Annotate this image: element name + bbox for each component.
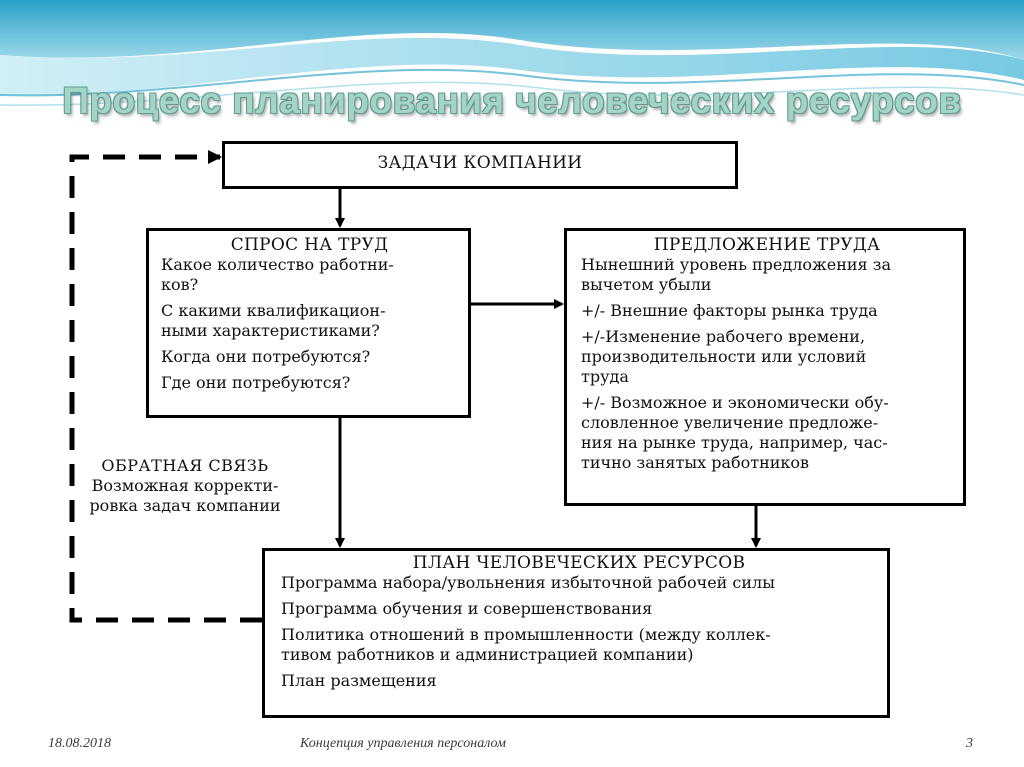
labor-demand-title: СПРОС НА ТРУД [230, 235, 389, 255]
labor-demand-box: СПРОС НА ТРУД Какое количество работни- … [146, 228, 471, 418]
company-tasks-title: ЗАДАЧИ КОМПАНИИ [377, 153, 583, 173]
supply-line: +/-Изменение рабочего времени, [581, 327, 866, 346]
feedback-title: ОБРАТНАЯ СВЯЗЬ [101, 456, 269, 475]
demand-line: С какими квалификацион- [161, 301, 386, 320]
plan-line: Программа обучения и совершенствования [281, 599, 653, 618]
feedback-line: Возможная корректи- [91, 476, 279, 495]
plan-line: План размещения [281, 671, 437, 690]
plan-line: тивом работников и администрацией компан… [281, 645, 694, 664]
feedback-line: ровка задач компании [89, 496, 281, 515]
supply-line: словленное увеличение предложе- [581, 413, 879, 432]
hr-plan-box: ПЛАН ЧЕЛОВЕЧЕСКИХ РЕСУРСОВ Программа наб… [262, 548, 890, 718]
demand-line: Какое количество работни- [161, 255, 394, 274]
demand-line: Где они потребуются? [161, 373, 351, 392]
page-title: Процесс планирования человеческих ресурс… [62, 80, 962, 121]
demand-line: ными характеристиками? [161, 321, 380, 340]
plan-line: Программа набора/увольнения избыточной р… [281, 573, 775, 592]
supply-line: вычетом убыли [581, 275, 712, 294]
demand-line: Когда они потребуются? [161, 347, 371, 366]
supply-line: производительности или условий [581, 347, 867, 366]
company-tasks-box: ЗАДАЧИ КОМПАНИИ [222, 141, 738, 189]
hr-plan-title: ПЛАН ЧЕЛОВЕЧЕСКИХ РЕСУРСОВ [412, 553, 746, 573]
feedback-label: ОБРАТНАЯ СВЯЗЬ Возможная корректи- ровка… [60, 456, 310, 516]
supply-line: +/- Внешние факторы рынка труда [581, 301, 878, 320]
demand-line: ков? [161, 275, 199, 294]
header-wave-decoration [0, 0, 1024, 106]
labor-supply-box: ПРЕДЛОЖЕНИЕ ТРУДА Нынешний уровень предл… [564, 228, 966, 506]
footer-presentation-title: Концепция управления персоналом [300, 736, 506, 751]
supply-line: +/- Возможное и экономически обу- [581, 393, 889, 412]
footer-page-number: 3 [966, 736, 973, 751]
supply-line: тично занятых работников [581, 453, 810, 472]
labor-supply-title: ПРЕДЛОЖЕНИЕ ТРУДА [653, 235, 881, 255]
supply-line: труда [581, 367, 629, 386]
supply-line: ния на рынке труда, например, час- [581, 433, 888, 452]
supply-line: Нынешний уровень предложения за [581, 255, 891, 274]
footer-date: 18.08.2018 [48, 736, 111, 751]
plan-line: Политика отношений в промышленности (меж… [281, 625, 771, 644]
